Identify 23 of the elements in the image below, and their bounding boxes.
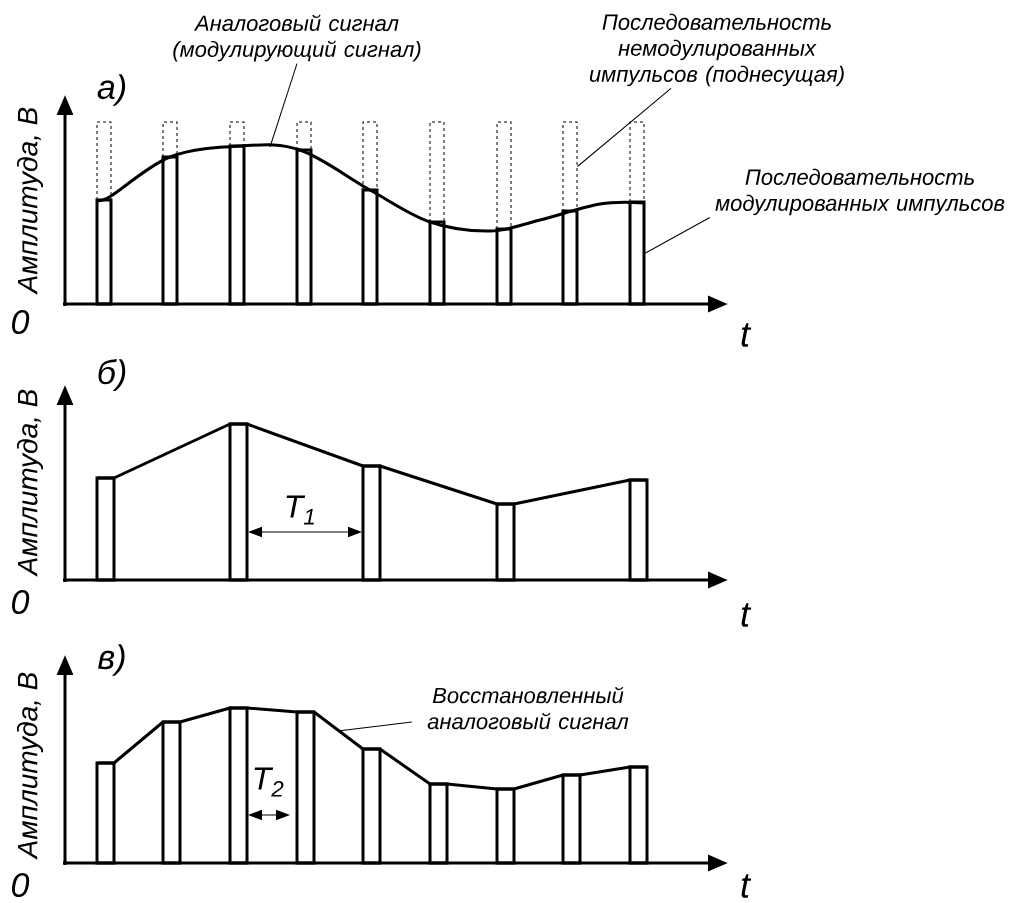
axis-label: t <box>741 603 752 627</box>
leader-line <box>337 721 413 732</box>
panel-label: а) <box>97 74 126 106</box>
period-label: T$_{1}$ <box>286 495 314 525</box>
axis-label: Амплитуда, В <box>16 389 44 577</box>
dashed-pulse <box>562 121 578 212</box>
origin-label: 0 <box>12 589 30 615</box>
callout-text: Аналоговый сигнал (модулирующий сигнал) <box>173 14 421 62</box>
callout-text: Последовательность немодулированных импульсов (поднесущая) <box>589 13 844 87</box>
axis-label: Амплитуда, В <box>16 672 44 860</box>
axis-label: t <box>741 874 752 898</box>
pulse-bar <box>628 200 646 306</box>
axis-label: t <box>741 323 752 347</box>
callout-text: Восстановленный аналоговый сигнал <box>427 686 629 730</box>
panel-label: б) <box>98 359 126 391</box>
axis-label: Амплитуда, В <box>16 107 44 295</box>
origin-label: 0 <box>12 872 30 898</box>
period-label: T$_{2}$ <box>254 767 284 797</box>
origin-label: 0 <box>12 309 30 335</box>
callout-text: Последовательность модулированных импульсов <box>715 168 1005 216</box>
leader-line <box>645 216 711 254</box>
leader-line <box>269 63 298 148</box>
leader-line <box>577 87 672 167</box>
